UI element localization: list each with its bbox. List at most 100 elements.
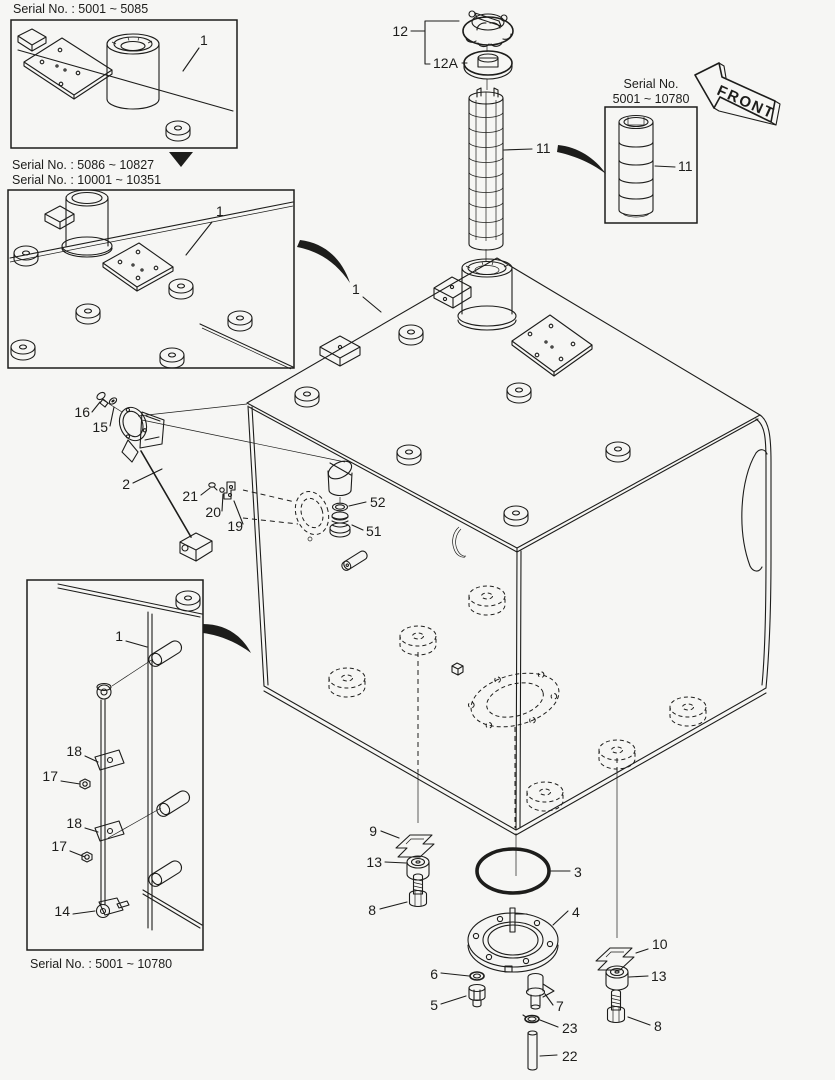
callout-5: 5 bbox=[430, 997, 438, 1013]
callout-8-right: 8 bbox=[654, 1018, 662, 1034]
callout-15: 15 bbox=[92, 419, 108, 435]
neck-bracket bbox=[433, 276, 472, 309]
leader-21 bbox=[200, 487, 211, 496]
spacer-cylinder bbox=[341, 550, 368, 571]
rod-nut-lower bbox=[81, 851, 93, 863]
edge-tab bbox=[319, 335, 361, 367]
screw-21 bbox=[208, 482, 216, 488]
callout-1-main: 1 bbox=[352, 281, 360, 297]
curved-arrow-icon-strainer bbox=[557, 145, 606, 174]
callout-12a: 12A bbox=[433, 55, 459, 71]
callout-4: 4 bbox=[572, 904, 580, 920]
callout-16: 16 bbox=[74, 404, 90, 420]
bolt-8-right bbox=[606, 989, 626, 1024]
callout-17-upper: 17 bbox=[42, 768, 58, 784]
rod-box-drawing bbox=[57, 583, 203, 931]
callout-13-left: 13 bbox=[366, 854, 382, 870]
filler-cap-assembly bbox=[462, 10, 514, 90]
cover-plate bbox=[511, 314, 593, 377]
handle-recess bbox=[741, 449, 768, 572]
drain-boss bbox=[451, 662, 464, 676]
leader-9 bbox=[380, 830, 400, 839]
callout-52: 52 bbox=[370, 494, 386, 510]
sender-arm bbox=[140, 450, 192, 538]
inset-box2-drawing bbox=[9, 189, 294, 370]
callout-12: 12 bbox=[392, 23, 408, 39]
callout-11: 11 bbox=[536, 140, 551, 156]
front-direction-arrow: FRONT bbox=[694, 62, 781, 126]
flange-pin bbox=[509, 907, 528, 933]
bracket-9 bbox=[395, 834, 435, 858]
inset-box2-border bbox=[7, 189, 295, 369]
valve-lever bbox=[542, 983, 555, 998]
rod-foot bbox=[95, 897, 130, 919]
leader-17-lower bbox=[69, 850, 86, 858]
serial-caption-box2-line1: Serial No. : 5086 ~ 10827 bbox=[12, 158, 154, 172]
rod-nut-upper bbox=[79, 778, 91, 790]
gauge-rod bbox=[100, 699, 106, 906]
mount-13-left bbox=[406, 855, 430, 881]
inset-box-serial-5001-5085: Serial No. : 5001 ~ 5085 1 bbox=[10, 2, 238, 149]
leader-15 bbox=[109, 406, 115, 427]
callout-2: 2 bbox=[122, 476, 130, 492]
down-triangle-icon bbox=[169, 152, 193, 167]
callout-6: 6 bbox=[430, 966, 438, 982]
callout-19: 19 bbox=[227, 518, 243, 534]
drain-pipe-22 bbox=[527, 1030, 538, 1071]
leader-5 bbox=[440, 995, 467, 1005]
curved-arrow-icon-box2 bbox=[297, 240, 350, 283]
serial-caption-box2-line2: Serial No. : 10001 ~ 10351 bbox=[12, 173, 161, 187]
leader-14 bbox=[72, 910, 96, 915]
leader-22 bbox=[539, 1054, 558, 1057]
leader-2 bbox=[132, 468, 163, 484]
oring-3 bbox=[475, 847, 551, 895]
callout-group-12: 12 12A bbox=[392, 20, 468, 71]
inset-box-serial-5086-10827: Serial No. : 5086 ~ 10827 Serial No. : 1… bbox=[7, 158, 295, 370]
rod-clamp-upper bbox=[94, 749, 125, 771]
callout-1-box2: 1 bbox=[216, 203, 224, 219]
callout-10: 10 bbox=[652, 936, 668, 952]
fuel-tank-body bbox=[242, 257, 772, 836]
elbow-fitting-assembly bbox=[327, 460, 353, 538]
inset-box1-drawing bbox=[17, 28, 234, 142]
leader-6 bbox=[440, 972, 470, 977]
bolt-5 bbox=[468, 983, 486, 1008]
leader-20 bbox=[221, 493, 224, 512]
callout-20: 20 bbox=[205, 504, 221, 520]
callout-7: 7 bbox=[556, 998, 564, 1014]
callout-17-lower: 17 bbox=[51, 838, 67, 854]
leader-8-left bbox=[379, 901, 408, 910]
leader-19 bbox=[233, 500, 244, 525]
rod-clamp-lower bbox=[94, 820, 125, 842]
leader-51 bbox=[351, 524, 364, 531]
clamp-hardware bbox=[208, 481, 236, 500]
flange-plate-assembly bbox=[467, 907, 559, 973]
bracket-10 bbox=[595, 947, 635, 971]
leader-52 bbox=[348, 501, 367, 507]
leader-11 bbox=[503, 148, 533, 151]
leader-16 bbox=[91, 401, 101, 413]
callout-3: 3 bbox=[574, 864, 582, 880]
inset-box-rod: 1 18 17 18 17 14 Serial No. : 5001 ~ 107… bbox=[26, 579, 204, 971]
leader-13-right bbox=[628, 975, 649, 978]
callout-13-right: 13 bbox=[651, 968, 667, 984]
callout-14: 14 bbox=[54, 903, 70, 919]
leader-17-upper bbox=[60, 780, 81, 785]
fuel-strainer bbox=[468, 87, 504, 261]
callout-21: 21 bbox=[182, 488, 198, 504]
inset-box-strainer: Serial No. 5001 ~ 10780 11 bbox=[604, 77, 698, 224]
sender-float bbox=[179, 532, 213, 562]
callout-1-rodbox: 1 bbox=[115, 628, 123, 644]
washer-23 bbox=[524, 1014, 540, 1024]
serial-caption-strainer-line1: Serial No. bbox=[624, 77, 679, 91]
leader-1-box1 bbox=[182, 47, 200, 72]
leader-1-rodbox bbox=[125, 640, 148, 648]
callout-9: 9 bbox=[369, 823, 377, 839]
serial-caption-box1: Serial No. : 5001 ~ 5085 bbox=[13, 2, 148, 16]
curved-arrow-icon-rodbox bbox=[203, 624, 251, 653]
washer-15 bbox=[108, 397, 118, 405]
sender-hole bbox=[294, 491, 330, 535]
leader-4 bbox=[552, 910, 569, 926]
